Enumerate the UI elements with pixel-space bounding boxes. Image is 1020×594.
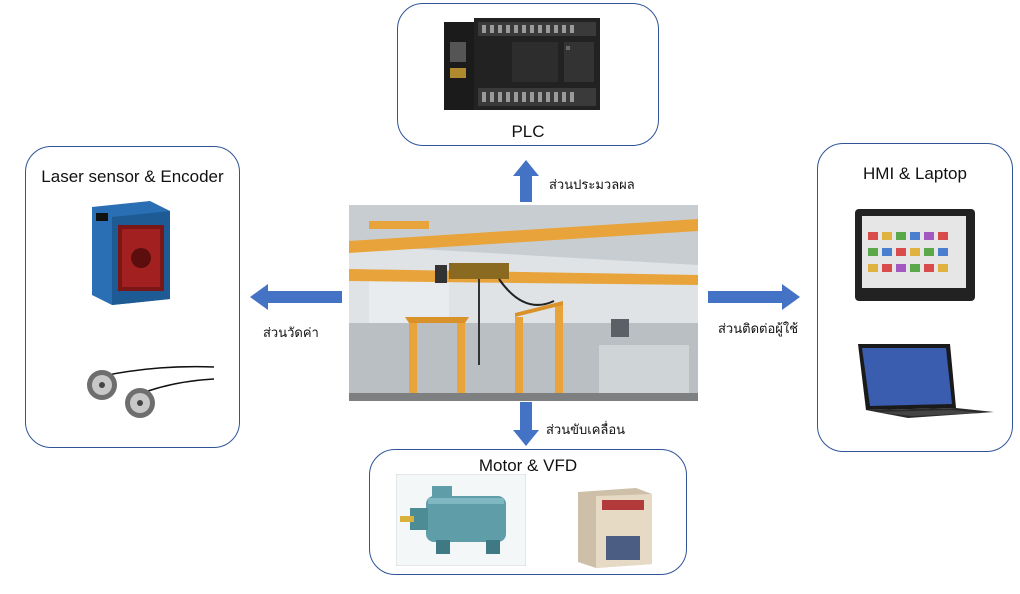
vfd-image	[578, 488, 652, 568]
hmi-box: HMI & Laptop	[817, 143, 1013, 452]
arrow-left-label: ส่วนวัดค่า	[263, 325, 319, 340]
laser-sensor-image	[92, 201, 170, 305]
plc-title: PLC	[511, 122, 545, 141]
plc-image	[444, 18, 600, 110]
arrow-down-label: ส่วนขับเคลื่อน	[546, 422, 626, 437]
arrow-up-label: ส่วนประมวลผล	[549, 177, 635, 192]
overhead-crane-photo	[349, 205, 698, 401]
arrow-left	[250, 284, 342, 310]
arrow-down	[513, 402, 539, 446]
hmi-image	[855, 209, 975, 301]
motor-image	[396, 474, 526, 566]
sensor-box: Laser sensor & Encoder	[25, 146, 240, 448]
arrow-right-label: ส่วนติดต่อผู้ใช้	[718, 321, 799, 336]
arrow-right	[708, 284, 800, 310]
plc-box: PLC	[397, 3, 659, 146]
sensor-title: Laser sensor & Encoder	[41, 167, 224, 186]
encoder-image	[87, 365, 215, 418]
hmi-title: HMI & Laptop	[863, 164, 967, 183]
motor-box: Motor & VFD	[369, 449, 687, 575]
laptop-image	[858, 344, 994, 418]
motor-title: Motor & VFD	[478, 456, 578, 475]
arrow-up	[513, 160, 539, 202]
